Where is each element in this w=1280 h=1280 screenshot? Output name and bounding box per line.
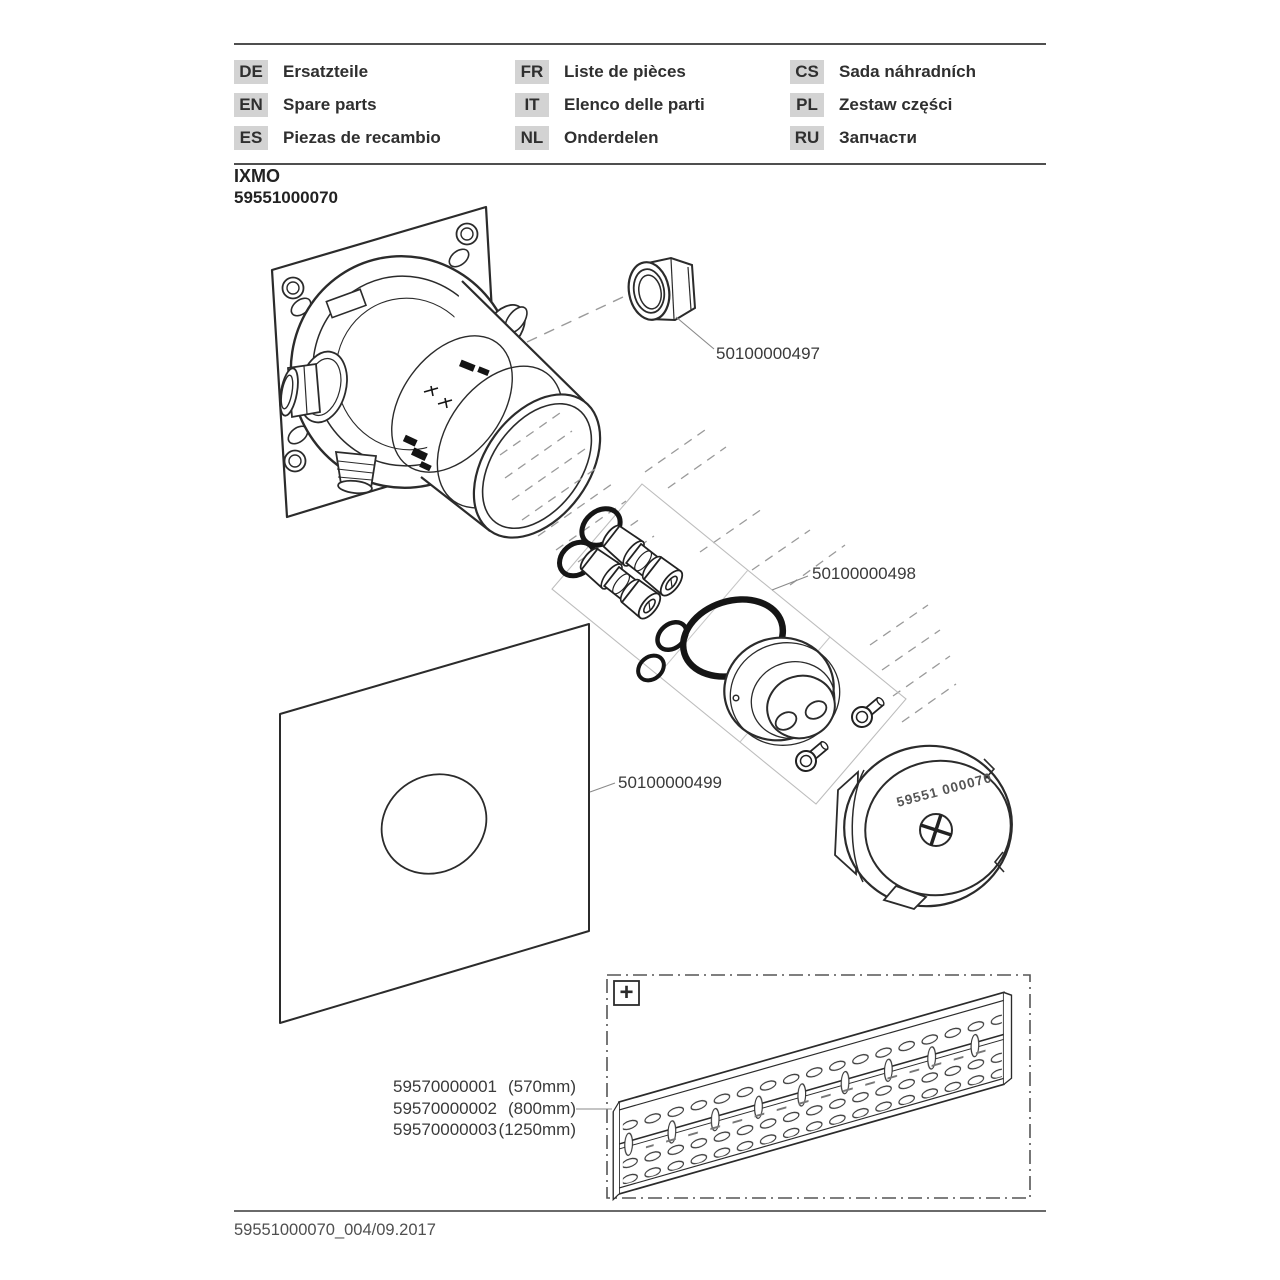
plus-icon-glyph: + xyxy=(619,979,633,1006)
product-title-block: IXMO 59551000070 xyxy=(234,166,338,208)
protection-cap: 59551 000070 xyxy=(834,744,1013,911)
language-header-table: DE Ersatzteile EN Spare parts ES Piezas de … xyxy=(234,43,1046,165)
sleeve-markings xyxy=(402,359,490,472)
mounting-rail xyxy=(612,991,1013,1202)
lang-badge-fr: FR xyxy=(515,59,549,84)
lang-badge-pl: PL xyxy=(790,92,824,117)
leader-cartridge-kit xyxy=(771,575,809,591)
lang-label-es: Piezas de recambio xyxy=(283,127,441,147)
lang-label-pl: Zestaw części xyxy=(839,94,953,114)
construction-line-nut xyxy=(526,296,624,343)
rail-part-number: 59570000003 xyxy=(393,1120,498,1139)
cartridge-kit-group xyxy=(557,506,787,683)
lang-badge-it: IT xyxy=(515,92,549,117)
lang-label-ru: Запчасти xyxy=(839,127,917,147)
plate-screw-top-right xyxy=(448,222,479,268)
rail-label-row: 59570000003 (1250mm) xyxy=(393,1119,576,1141)
rail-box: + xyxy=(606,974,1031,1202)
seal-sheet-hole xyxy=(380,773,488,875)
lang-row-cs: CS Sada náhradních xyxy=(790,55,1046,88)
document-reference: 59551000070_004/09.2017 xyxy=(234,1221,436,1239)
lang-row-it: IT Elenco delle parti xyxy=(515,88,790,121)
accessory-box-border xyxy=(606,974,1031,1199)
rail-part-length: (1250mm) xyxy=(498,1120,576,1139)
body-notch xyxy=(325,288,368,319)
lang-row-ru: RU Запчасти xyxy=(790,121,1046,154)
union-nut xyxy=(627,256,697,322)
bayonet-notch xyxy=(993,851,1005,873)
flange-hole xyxy=(804,700,828,720)
lang-label-fr: Liste de pièces xyxy=(564,61,686,81)
lang-label-it: Elenco delle parti xyxy=(564,94,705,114)
flange xyxy=(723,636,841,746)
product-name: IXMO xyxy=(234,166,281,186)
plus-icon xyxy=(613,980,640,1006)
lang-badge-de: DE xyxy=(234,59,268,84)
lang-row-nl: NL Onderdelen xyxy=(515,121,790,154)
lang-badge-nl: NL xyxy=(515,125,549,150)
lang-badge-ru: RU xyxy=(790,125,824,150)
flange-screw-hole xyxy=(732,694,740,702)
lang-row-es: ES Piezas de recambio xyxy=(234,121,515,154)
flange-hole xyxy=(774,711,798,731)
rail-part-number: 59570000001 xyxy=(393,1077,498,1096)
rail-print-marks xyxy=(645,1044,993,1152)
valve-body xyxy=(279,254,602,539)
valve-sleeve xyxy=(391,280,602,539)
o-ring xyxy=(636,653,666,683)
leader-nut xyxy=(675,316,715,350)
lang-badge-cs: CS xyxy=(790,59,824,84)
lang-row-de: DE Ersatzteile xyxy=(234,55,515,88)
bayonet-notch xyxy=(983,758,996,780)
lang-row-pl: PL Zestaw części xyxy=(790,88,1046,121)
o-ring xyxy=(655,619,689,653)
lang-badge-en: EN xyxy=(234,92,268,117)
rail-part-length: (570mm) xyxy=(507,1077,576,1096)
leader-lines xyxy=(576,316,809,1110)
lang-row-en: EN Spare parts xyxy=(234,88,515,121)
leader-seal-sheet xyxy=(589,782,616,793)
fixing-screw xyxy=(851,696,885,728)
bottom-threaded-stub xyxy=(334,450,378,495)
flow-arrow-icon xyxy=(423,385,453,409)
rail-part-labels: 59570000001 (570mm) 59570000002 (800mm) … xyxy=(393,1076,576,1141)
valve-cartridge xyxy=(579,547,662,620)
lang-label-nl: Onderdelen xyxy=(564,127,659,147)
document-footer: 59551000070_004/09.2017 xyxy=(234,1210,1046,1240)
plate-screw-bottom-left xyxy=(283,425,309,473)
rail-part-number: 59570000002 xyxy=(393,1098,498,1118)
product-number: 59551000070 xyxy=(234,188,339,207)
left-connection-stub xyxy=(279,350,348,424)
rail-label-row: 59570000002 (800mm) xyxy=(393,1098,576,1120)
valve-cartridge xyxy=(601,524,684,597)
lang-label-de: Ersatzteile xyxy=(283,61,369,81)
seal-sheet xyxy=(279,623,590,1024)
lang-row-fr: FR Liste de pièces xyxy=(515,55,790,88)
lang-badge-es: ES xyxy=(234,125,268,150)
phillips-cross-icon xyxy=(919,813,953,847)
lang-label-cs: Sada náhradních xyxy=(839,61,976,81)
lang-label-en: Spare parts xyxy=(283,94,377,114)
fixing-screw xyxy=(795,740,829,772)
rail-label-row: 59570000001 (570mm) xyxy=(393,1076,576,1098)
rail-part-length: (800mm) xyxy=(507,1098,576,1118)
